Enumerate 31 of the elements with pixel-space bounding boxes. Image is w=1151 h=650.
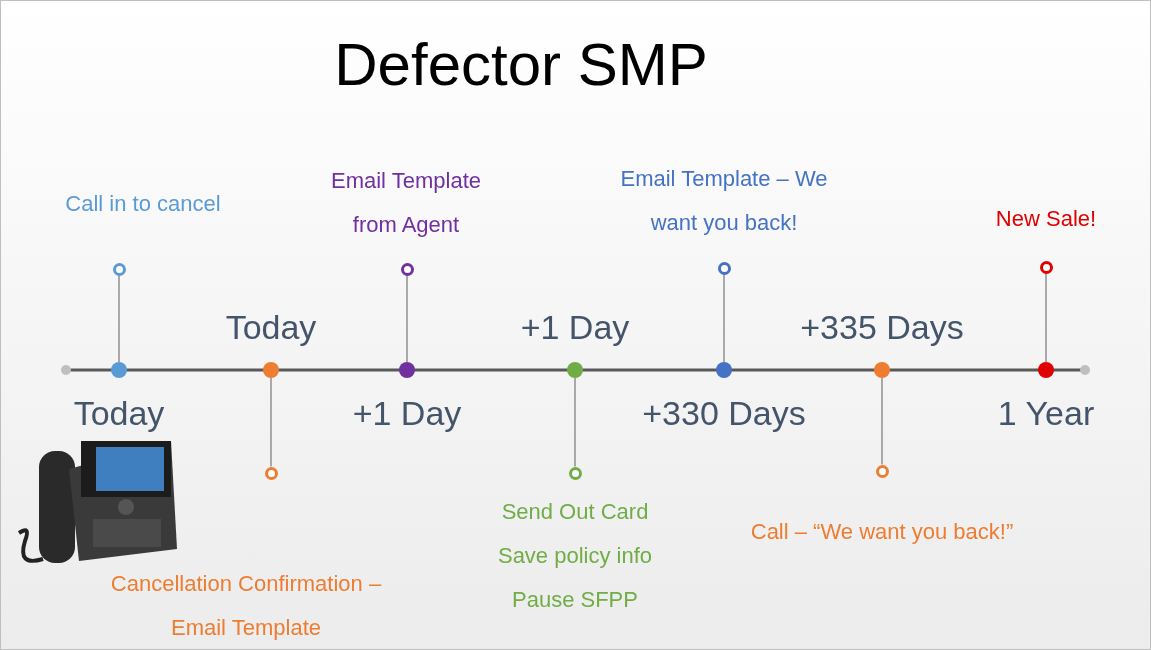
date-label: +330 Days — [641, 393, 807, 433]
stem-line — [881, 377, 883, 466]
date-label: +335 Days — [799, 307, 965, 347]
title: Defector SMP — [333, 30, 709, 100]
event-text: Pause SFPP — [512, 586, 638, 614]
ring-marker — [264, 466, 278, 480]
date-label: +1 Day — [351, 393, 463, 433]
event-text: Call – “We want you back!” — [750, 518, 1014, 546]
stem-line — [406, 274, 408, 363]
event-text: New Sale! — [995, 205, 1097, 233]
stem-line — [723, 273, 725, 363]
ring-marker — [875, 464, 889, 478]
stem-line — [270, 377, 272, 468]
stem-line — [1045, 272, 1047, 363]
date-label: Today — [224, 307, 318, 347]
event-text: Send Out Card — [501, 498, 649, 526]
ring-marker — [112, 262, 126, 276]
event-text: Email Template from Agent — [330, 167, 482, 239]
event-text: Call in to cancel — [65, 190, 221, 218]
ring-marker — [717, 261, 731, 275]
event-text: Email Template – We want you back! — [619, 165, 829, 237]
date-label: Today — [72, 393, 166, 433]
ring-marker — [568, 466, 582, 480]
ring-marker — [400, 262, 414, 276]
date-label: +1 Day — [519, 307, 631, 347]
date-label: 1 Year — [996, 393, 1096, 433]
event-text: Save policy info — [497, 542, 653, 570]
ring-marker — [1039, 260, 1053, 274]
stem-line — [118, 274, 120, 363]
stem-line — [574, 377, 576, 468]
event-text: Cancellation Confirmation – Email Template — [109, 570, 383, 642]
